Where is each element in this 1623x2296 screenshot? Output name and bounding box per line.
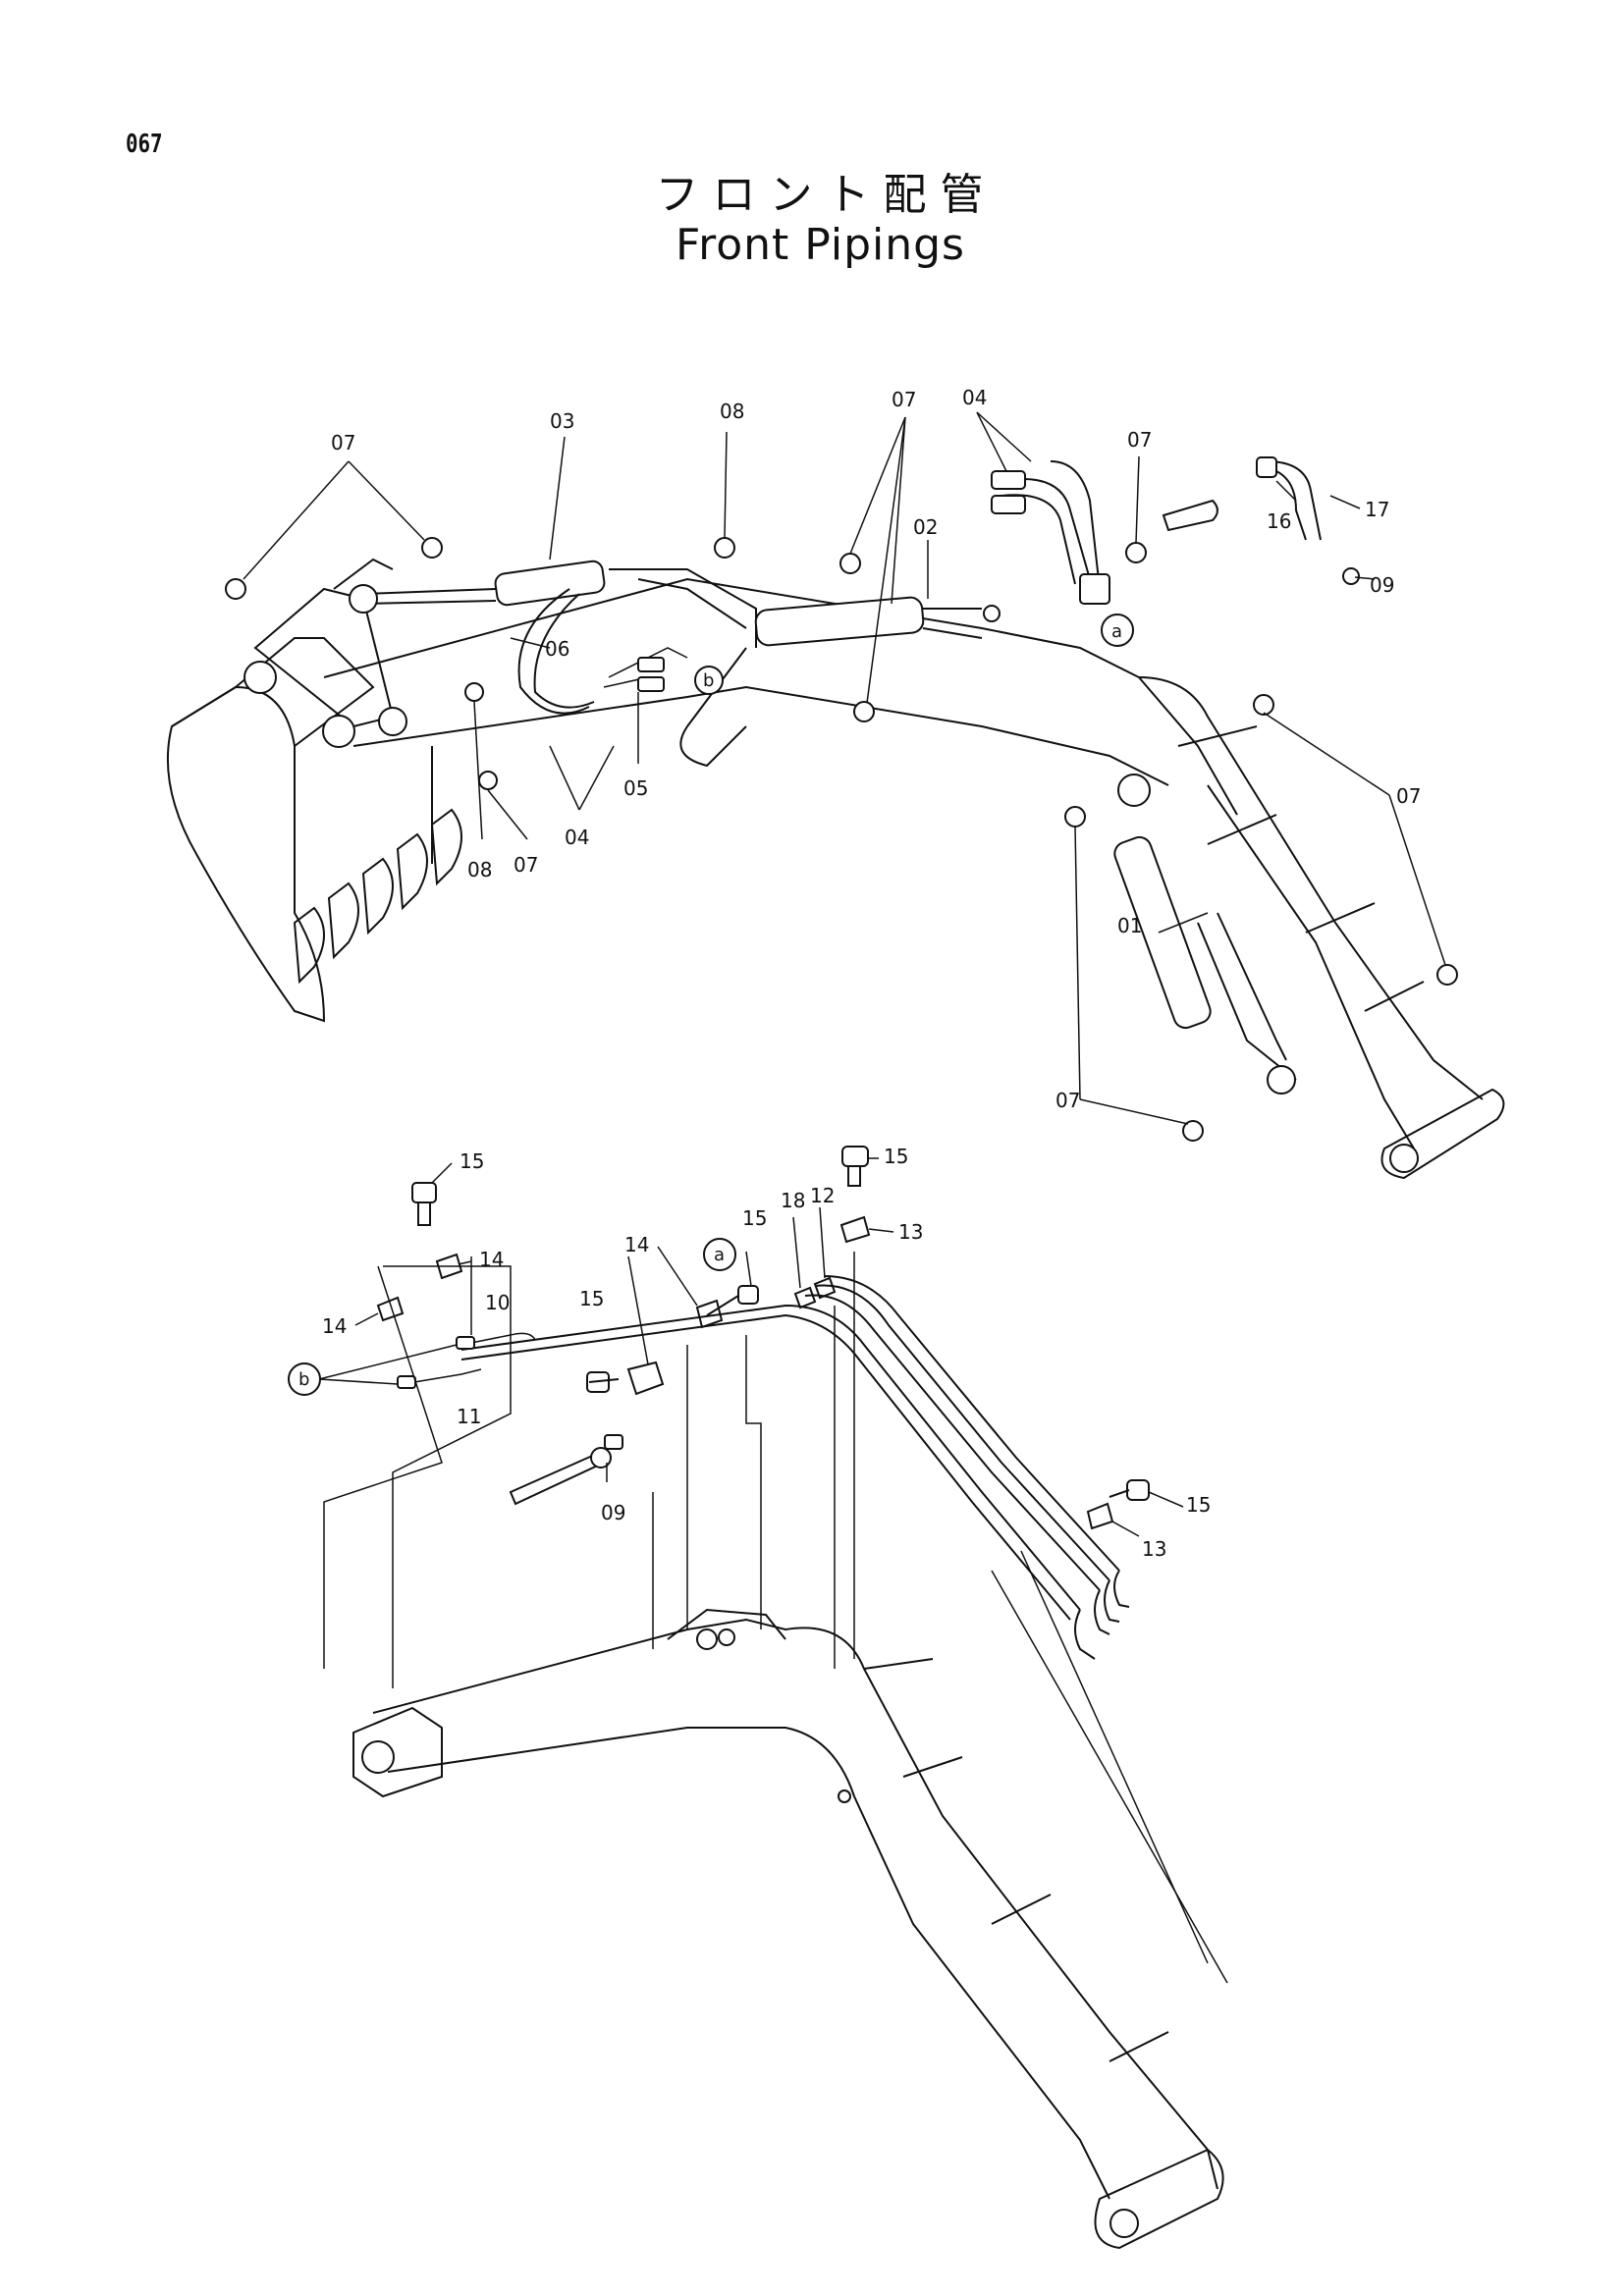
page-title-english: Front Pipings (676, 220, 965, 270)
label-03: 03 (550, 409, 574, 433)
label-15: 15 (460, 1149, 484, 1173)
label-04: 04 (565, 826, 589, 849)
label-15: 15 (1186, 1493, 1211, 1517)
top-part-labels: 07 03 08 07 04 07 16 17 09 02 06 05 04 0… (331, 386, 1421, 1112)
label-11: 11 (457, 1405, 481, 1428)
label-15: 15 (579, 1287, 604, 1310)
label-08: 08 (720, 400, 744, 423)
label-04: 04 (962, 386, 987, 409)
label-07: 07 (1396, 784, 1421, 808)
clamps-bolts (376, 1146, 1150, 1530)
label-16: 16 (1267, 509, 1291, 533)
bottom-leader-lines (318, 1157, 1228, 1984)
bucket-cylinder (349, 560, 757, 648)
arm (323, 577, 1505, 1180)
label-06: 06 (545, 637, 569, 661)
label-09: 09 (1370, 573, 1394, 597)
label-14: 14 (624, 1233, 649, 1256)
callout-a-bottom: a (703, 1238, 736, 1271)
page-number: 067 (126, 130, 163, 159)
label-05: 05 (623, 776, 648, 800)
svg-text:a: a (714, 1245, 725, 1265)
svg-text:b: b (298, 1369, 309, 1390)
boom (352, 1608, 1224, 2250)
label-07: 07 (331, 431, 355, 454)
label-17: 17 (1365, 498, 1389, 521)
svg-text:b: b (703, 670, 714, 691)
label-14: 14 (479, 1248, 504, 1271)
label-07: 07 (514, 853, 538, 877)
hoses-upper (517, 460, 1110, 715)
label-07: 07 (1127, 428, 1152, 452)
label-13: 13 (1142, 1537, 1166, 1561)
label-18: 18 (781, 1189, 805, 1212)
label-08: 08 (467, 858, 492, 881)
top-assembly-drawing: a b (166, 411, 1505, 1180)
bottom-assembly-drawing: a b (288, 1146, 1228, 2250)
bucket (166, 637, 462, 1023)
label-12: 12 (810, 1184, 835, 1207)
label-13: 13 (898, 1220, 923, 1244)
bottom-part-labels: 15 14 14 10 11 15 14 15 18 12 15 13 09 1… (322, 1145, 1211, 1561)
label-02: 02 (913, 515, 938, 539)
label-07: 07 (892, 388, 916, 411)
callout-a-top: a (1101, 614, 1134, 647)
callout-b-top: b (694, 666, 724, 695)
top-leader-lines (243, 411, 1446, 1125)
label-07: 07 (1055, 1089, 1080, 1112)
arm-cylinder (679, 596, 983, 768)
label-14: 14 (322, 1314, 347, 1338)
callout-b-bottom: b (288, 1362, 321, 1396)
label-09: 09 (601, 1501, 625, 1524)
pins-collars (1162, 456, 1322, 541)
label-01: 01 (1117, 914, 1142, 937)
svg-text:a: a (1111, 621, 1122, 642)
boom-pipes (397, 1275, 1130, 1660)
label-15: 15 (742, 1206, 767, 1230)
boom-cylinder (1113, 774, 1297, 1095)
label-15: 15 (884, 1145, 908, 1168)
page-title-japanese: フロント配管 (655, 170, 998, 220)
bucket-link (243, 558, 433, 864)
label-10: 10 (485, 1291, 510, 1314)
